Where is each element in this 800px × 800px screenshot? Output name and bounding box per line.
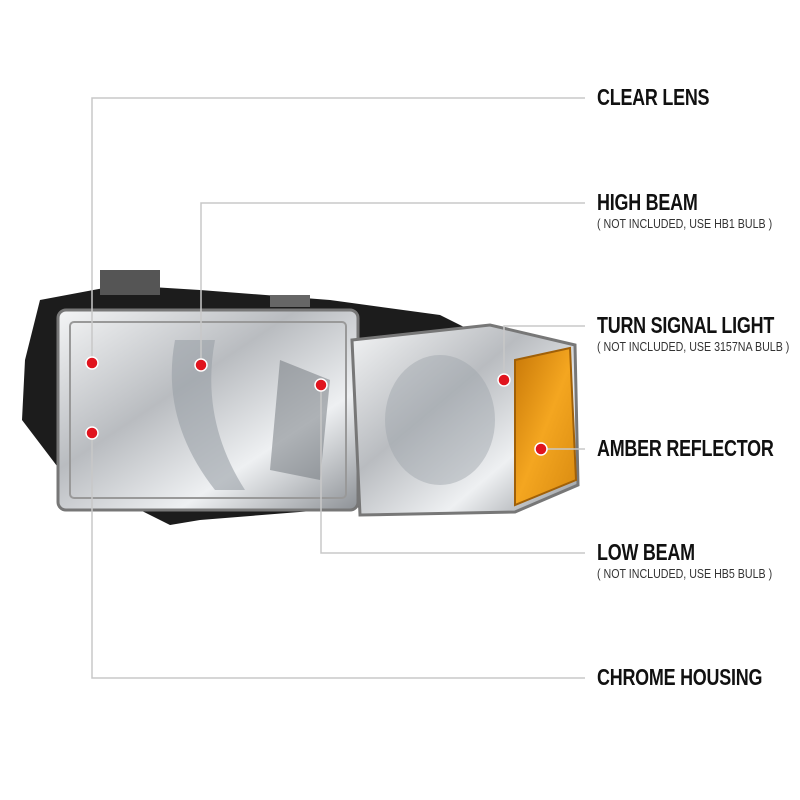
leader-turn-signal [503,325,585,380]
marker-dot [194,358,208,372]
callout-note: ( NOT INCLUDED, USE HB5 BULB ) [597,566,773,581]
callout-note: ( NOT INCLUDED, USE HB1 BULB ) [597,216,773,231]
callout-title: AMBER REFLECTOR [597,435,774,461]
amber-lens [514,346,578,507]
marker-dot [85,356,99,370]
leader-lines [91,97,585,679]
callout-title: HIGH BEAM [597,189,698,215]
marker-dot [314,378,328,392]
leader-chrome-housing [91,433,585,679]
callout-high-beam: HIGH BEAM ( NOT INCLUDED, USE HB1 BULB ) [597,189,800,231]
mount-bracket [100,270,160,295]
leader-low-beam [320,385,585,554]
callout-low-beam: LOW BEAM ( NOT INCLUDED, USE HB5 BULB ) [597,539,800,581]
callout-title: TURN SIGNAL LIGHT [597,312,775,338]
marker-dot [85,426,99,440]
callout-chrome-housing: CHROME HOUSING [597,664,800,691]
callout-clear-lens: CLEAR LENS [597,84,741,111]
callout-title: LOW BEAM [597,539,695,565]
leader-clear-lens [91,97,585,363]
leader-high-beam [200,202,585,365]
callout-title: CLEAR LENS [597,84,710,110]
callout-title: CHROME HOUSING [597,664,763,690]
marker-dot [497,373,511,387]
callout-amber-reflector: AMBER REFLECTOR [597,435,800,462]
callout-turn-signal: TURN SIGNAL LIGHT ( NOT INCLUDED, USE 31… [597,312,800,354]
marker-dot [534,442,548,456]
callout-note: ( NOT INCLUDED, USE 3157NA BULB ) [597,339,790,354]
